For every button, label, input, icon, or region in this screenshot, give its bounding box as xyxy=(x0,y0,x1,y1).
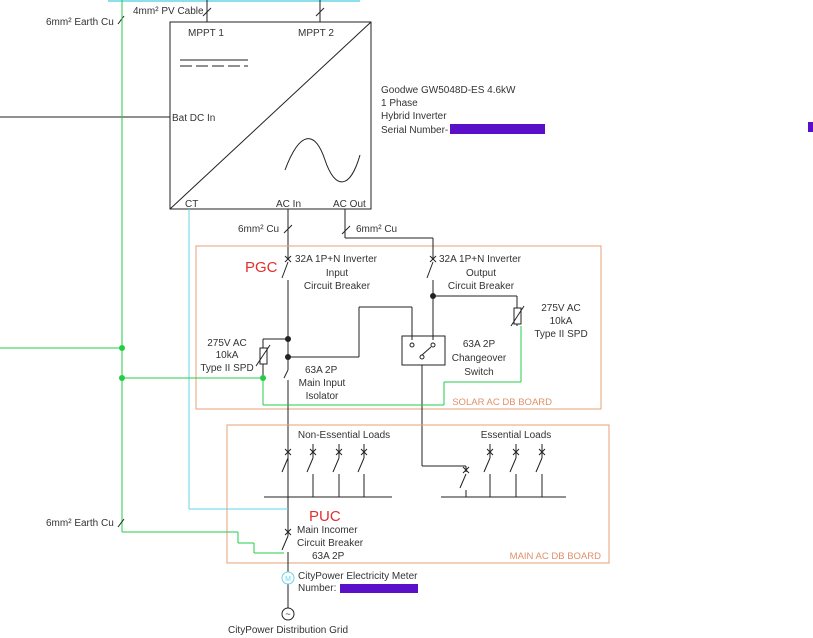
cable-ac-out-label: 6mm² Cu xyxy=(356,224,397,235)
ct-label: CT xyxy=(185,199,198,210)
mppt1-label: MPPT 1 xyxy=(188,28,224,39)
solar-board-label: SOLAR AC DB BOARD xyxy=(452,397,552,408)
grid-source-icon xyxy=(281,607,295,621)
input-cb-label-1: 32A 1P+N Inverter xyxy=(295,254,378,265)
meter-redaction xyxy=(340,584,418,593)
output-cb-label-3: Circuit Breaker xyxy=(448,281,515,292)
ac-in-label: AC In xyxy=(276,199,301,210)
spd-right-label-3: Type II SPD xyxy=(534,329,587,340)
output-cb-label-1: 32A 1P+N Inverter xyxy=(439,254,522,265)
earth-label-top: 6mm² Earth Cu xyxy=(46,17,114,28)
isolator-label-2: Main Input xyxy=(299,378,346,389)
output-cb-label-2: Output xyxy=(466,268,496,279)
non-essential-breakers xyxy=(264,430,392,532)
bat-dc-in-label: Bat DC In xyxy=(172,113,215,124)
incomer-label-2: Circuit Breaker xyxy=(297,538,364,549)
incomer-label-3: 63A 2P xyxy=(312,551,345,562)
inverter-diagonal xyxy=(169,21,372,210)
earth-wiring xyxy=(0,0,522,554)
grid-symbol: ~ xyxy=(285,609,290,619)
pv-cable-label: 4mm² PV Cable xyxy=(133,6,204,17)
isolator-label-3: Isolator xyxy=(306,391,339,402)
grid-label: CityPower Distribution Grid xyxy=(228,625,348,636)
ac-sine-symbol xyxy=(284,138,361,183)
changeover-label-1: 63A 2P xyxy=(463,339,496,350)
meter-symbol: M xyxy=(285,576,291,583)
input-cb-label-2: Input xyxy=(326,268,348,279)
changeover-label-2: Changeover xyxy=(452,353,507,364)
inverter-box xyxy=(169,21,372,210)
inverter-model: Goodwe GW5048D-ES 4.6kW xyxy=(381,85,516,96)
edge-mark xyxy=(808,122,813,132)
mppt2-label: MPPT 2 xyxy=(298,28,334,39)
spd-left-label-3: Type II SPD xyxy=(200,363,253,374)
changeover-switch xyxy=(401,335,446,366)
incomer-label-1: Main Incomer xyxy=(297,525,358,536)
puc-label: PUC xyxy=(309,508,341,525)
electricity-meter-icon xyxy=(281,571,295,585)
ac-out-label: AC Out xyxy=(333,199,366,210)
spd-right-label-1: 275V AC xyxy=(541,303,580,314)
essential-breakers xyxy=(441,444,566,498)
earth-label-bottom: 6mm² Earth Cu xyxy=(46,518,114,529)
inverter-serial: Serial Number- xyxy=(381,125,448,136)
inverter-phase: 1 Phase xyxy=(381,98,418,109)
main-board-label: MAIN AC DB BOARD xyxy=(510,551,601,562)
inverter-type: Hybrid Inverter xyxy=(381,111,447,122)
cable-ac-in-label: 6mm² Cu xyxy=(238,224,279,235)
essential-label: Essential Loads xyxy=(481,430,552,441)
non-essential-label: Non-Essential Loads xyxy=(298,430,390,441)
spd-left-label-1: 275V AC xyxy=(207,338,246,349)
serial-redaction xyxy=(450,124,545,134)
changeover-label-3: Switch xyxy=(464,367,493,378)
main-ac-db-board xyxy=(226,424,610,564)
spd-left-label-2: 10kA xyxy=(216,350,239,361)
meter-label-2: Number: xyxy=(298,583,336,594)
isolator-label-1: 63A 2P xyxy=(305,365,338,376)
pgc-label: PGC xyxy=(245,259,278,276)
meter-label-1: CityPower Electricity Meter xyxy=(298,571,418,582)
solar-ac-db-board xyxy=(195,245,602,410)
spd-right-label-2: 10kA xyxy=(550,316,573,327)
input-cb-label-3: Circuit Breaker xyxy=(304,281,371,292)
